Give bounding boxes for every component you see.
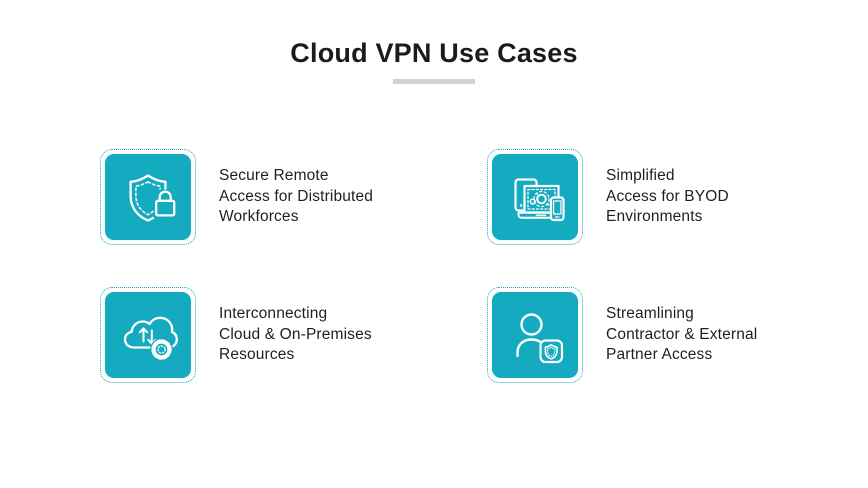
cloud-sync-gear-icon [123, 316, 178, 361]
use-case-text-line: Workforces [219, 208, 299, 226]
use-case-secure-remote-access: Secure Remote Access for Distributed Wor… [100, 149, 373, 245]
icon-tile [492, 292, 578, 378]
devices-byod-icon [514, 178, 565, 222]
user-shield-badge-icon [516, 313, 564, 364]
use-case-contractor-partner-access: Streamlining Contractor & External Partn… [487, 287, 757, 383]
use-case-text-line: Cloud & On-Premises [219, 325, 372, 343]
use-case-byod-access: Simplified Access for BYOD Environments [487, 149, 729, 245]
use-case-text-line: Secure Remote [219, 166, 329, 184]
title-underline [393, 79, 475, 84]
shield-lock-icon [129, 174, 177, 222]
page-title: Cloud VPN Use Cases [290, 38, 578, 68]
use-case-text-line: Access for Distributed [219, 187, 374, 205]
use-case-text-line: Streamlining [606, 304, 694, 322]
use-case-cloud-onpremises: Interconnecting Cloud & On-Premises Reso… [100, 287, 372, 383]
use-case-text-line: Partner Access [606, 346, 713, 364]
use-case-text-line: Resources [219, 346, 295, 364]
icon-tile-outline [487, 287, 583, 383]
use-case-text: Interconnecting Cloud & On-Premises Reso… [219, 304, 372, 366]
use-case-text-line: Access for BYOD [606, 187, 729, 205]
use-case-text-line: Interconnecting [219, 304, 328, 322]
use-case-text-line: Contractor & External [606, 325, 758, 343]
use-case-text: Streamlining Contractor & External Partn… [606, 304, 757, 366]
use-case-text-line: Environments [606, 208, 703, 226]
use-case-text: Secure Remote Access for Distributed Wor… [219, 166, 373, 228]
use-case-text-line: Simplified [606, 166, 675, 184]
icon-tile-outline [100, 287, 196, 383]
icon-tile [492, 154, 578, 240]
icon-tile-outline [487, 149, 583, 245]
use-case-text: Simplified Access for BYOD Environments [606, 166, 729, 228]
icon-tile [105, 154, 191, 240]
icon-tile [105, 292, 191, 378]
icon-tile-outline [100, 149, 196, 245]
